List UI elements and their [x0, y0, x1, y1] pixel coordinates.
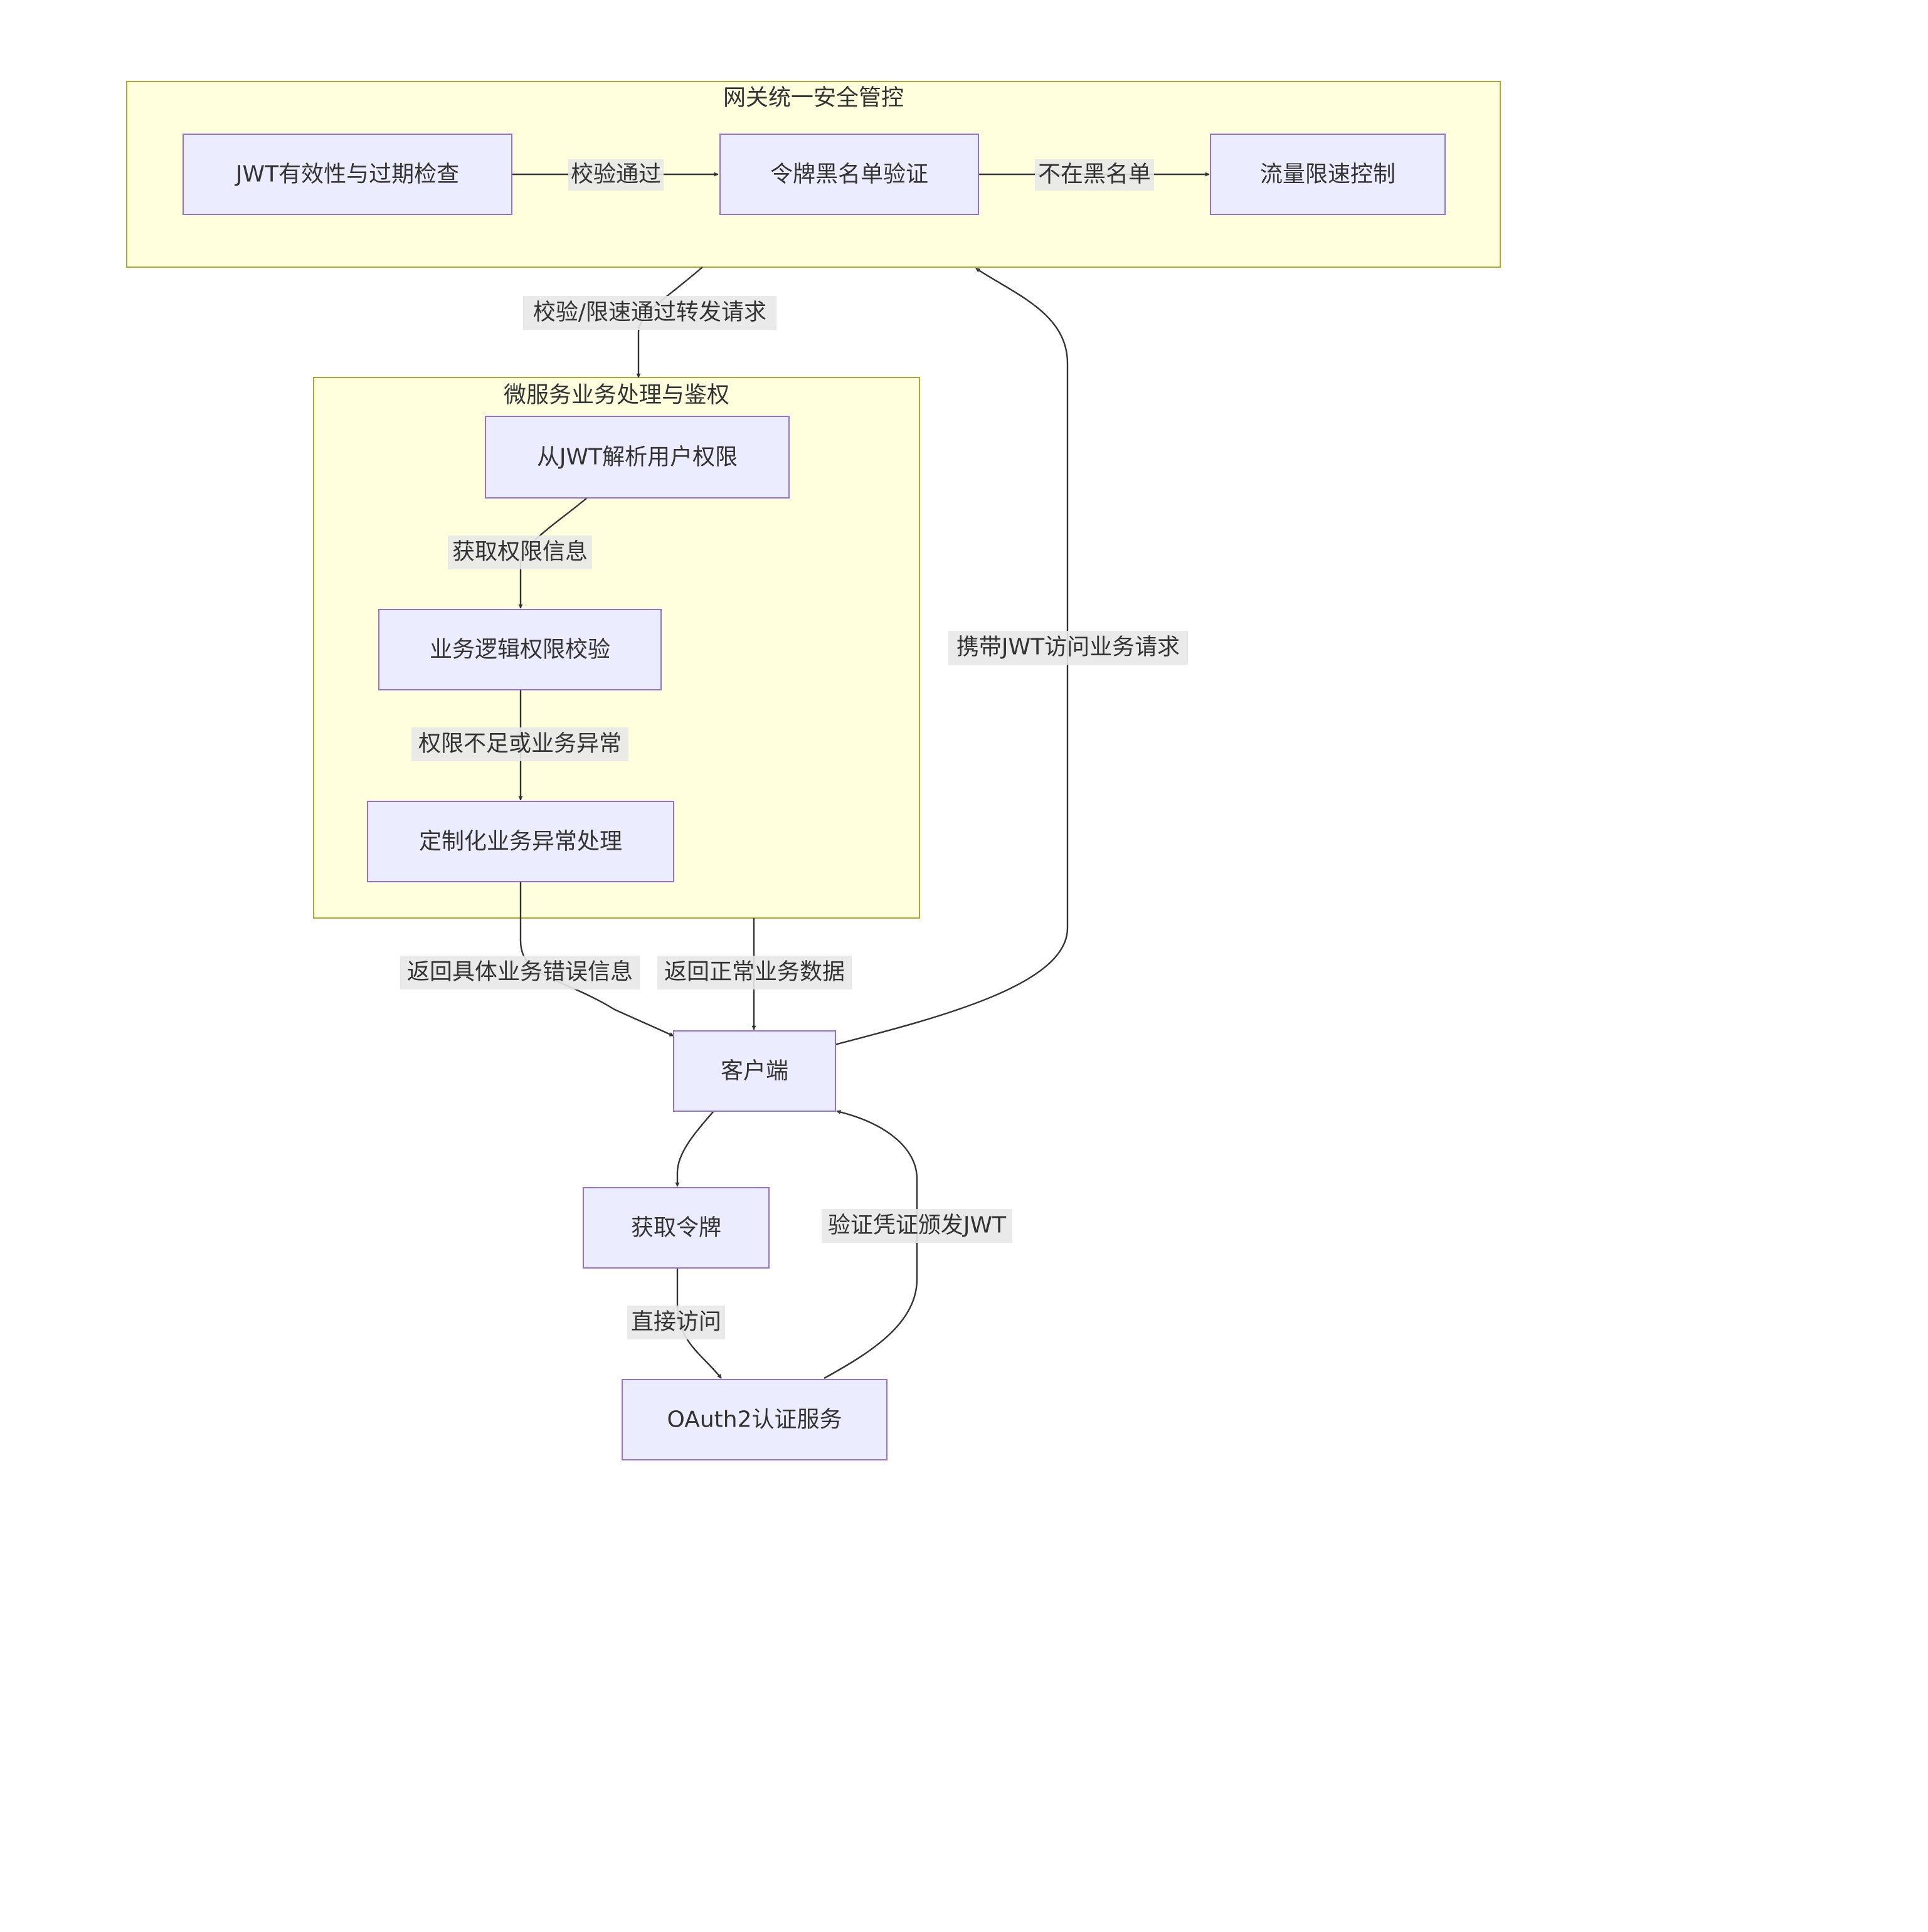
edge-label-check-pass: 校验通过 — [568, 159, 664, 191]
svg-text:验证凭证颁发JWT: 验证凭证颁发JWT — [828, 1213, 1007, 1238]
svg-text:不在黑名单: 不在黑名单 — [1038, 162, 1151, 187]
cluster-gateway-title: 网关统一安全管控 — [723, 85, 904, 111]
node-blacklist[interactable]: 令牌黑名单验证 — [719, 134, 979, 215]
svg-text:OAuth2认证服务: OAuth2认证服务 — [667, 1407, 842, 1433]
svg-text:从JWT解析用户权限: 从JWT解析用户权限 — [537, 445, 738, 470]
svg-text:获取令牌: 获取令牌 — [631, 1215, 721, 1241]
edge-label-not-blacklisted: 不在黑名单 — [1035, 159, 1154, 191]
svg-text:携带JWT访问业务请求: 携带JWT访问业务请求 — [956, 635, 1180, 660]
node-jwt-check[interactable]: JWT有效性与过期检查 — [183, 134, 512, 215]
edge-label-return-error: 返回具体业务错误信息 — [400, 956, 640, 990]
edge-labels: 校验通过 不在黑名单 校验/限速通过转发请求 获取权限信息 权限不足或业务异常 … — [400, 159, 1188, 1339]
svg-text:JWT有效性与过期检查: JWT有效性与过期检查 — [235, 162, 459, 187]
svg-text:令牌黑名单验证: 令牌黑名单验证 — [770, 162, 928, 187]
edge-label-return-data: 返回正常业务数据 — [657, 956, 852, 990]
svg-text:直接访问: 直接访问 — [631, 1309, 721, 1335]
node-client[interactable]: 客户端 — [673, 1030, 836, 1112]
edge-client-to-gettoken — [675, 1111, 714, 1187]
edge-label-issue-jwt: 验证凭证颁发JWT — [822, 1209, 1012, 1243]
svg-text:业务逻辑权限校验: 业务逻辑权限校验 — [430, 637, 610, 663]
node-oauth[interactable]: OAuth2认证服务 — [622, 1379, 887, 1460]
node-rate-limit[interactable]: 流量限速控制 — [1210, 134, 1446, 215]
svg-text:流量限速控制: 流量限速控制 — [1260, 162, 1396, 187]
svg-text:返回具体业务错误信息: 返回具体业务错误信息 — [407, 959, 633, 985]
edge-label-forward: 校验/限速通过转发请求 — [523, 296, 776, 330]
svg-text:返回正常业务数据: 返回正常业务数据 — [664, 959, 845, 985]
svg-text:获取权限信息: 获取权限信息 — [452, 539, 588, 565]
edge-client-to-gateway — [834, 267, 1069, 1046]
edge-label-get-perm: 获取权限信息 — [448, 536, 592, 569]
node-parse-perm[interactable]: 从JWT解析用户权限 — [485, 416, 790, 499]
node-get-token[interactable]: 获取令牌 — [583, 1187, 770, 1269]
svg-text:校验通过: 校验通过 — [571, 162, 661, 187]
svg-text:客户端: 客户端 — [721, 1058, 788, 1084]
node-exception[interactable]: 定制化业务异常处理 — [367, 801, 674, 882]
cluster-service-title: 微服务业务处理与鉴权 — [504, 383, 729, 408]
edge-oauth-to-client — [824, 1110, 918, 1380]
node-biz-check[interactable]: 业务逻辑权限校验 — [378, 609, 662, 690]
nodes: JWT有效性与过期检查 令牌黑名单验证 流量限速控制 从JWT解析用户权限 业务… — [183, 134, 1446, 1460]
edge-label-insufficient: 权限不足或业务异常 — [411, 727, 628, 761]
svg-text:权限不足或业务异常: 权限不足或业务异常 — [418, 731, 622, 757]
edge-label-direct: 直接访问 — [627, 1306, 725, 1339]
svg-text:定制化业务异常处理: 定制化业务异常处理 — [419, 829, 622, 855]
svg-text:校验/限速通过转发请求: 校验/限速通过转发请求 — [533, 300, 766, 325]
edge-label-with-jwt: 携带JWT访问业务请求 — [948, 631, 1188, 665]
